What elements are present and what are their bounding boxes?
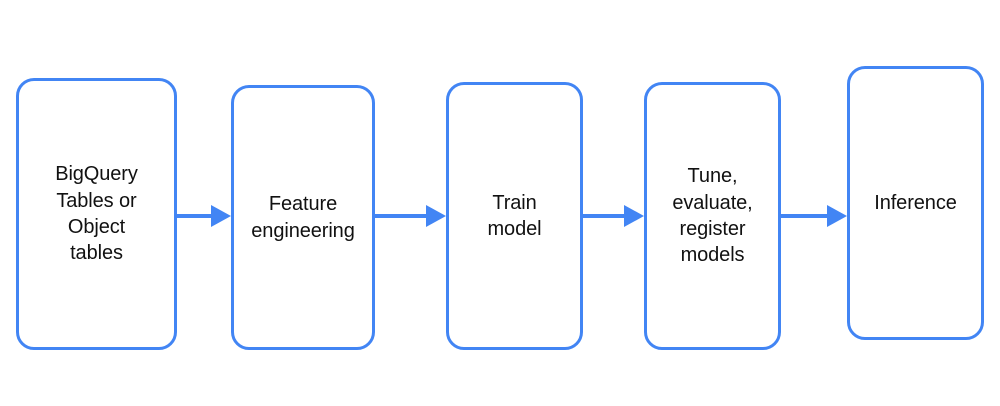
arrow-right-icon-train-to-tune: [583, 204, 644, 228]
flow-node-train-model[interactable]: Train model: [446, 82, 583, 350]
flow-node-train-model-label: Train model: [487, 191, 542, 240]
arrow-right-icon-tune-to-inference: [781, 204, 847, 228]
flow-node-source[interactable]: BigQuery Tables or Object tables: [16, 78, 177, 350]
flow-node-tune-evaluate-register-label: Tune, evaluate, register models: [672, 165, 753, 267]
flow-node-inference-label: Inference: [874, 191, 957, 214]
flow-node-feature-engineering-label: Feature engineering: [251, 193, 355, 242]
arrow-right-icon-source-to-feature: [177, 204, 231, 228]
flow-node-tune-evaluate-register[interactable]: Tune, evaluate, register models: [644, 82, 781, 350]
flow-node-source-label: BigQuery Tables or Object tables: [55, 163, 138, 265]
arrow-right-icon-feature-to-train: [375, 204, 446, 228]
flow-node-inference[interactable]: Inference: [847, 66, 984, 340]
flow-node-feature-engineering[interactable]: Feature engineering: [231, 85, 375, 350]
